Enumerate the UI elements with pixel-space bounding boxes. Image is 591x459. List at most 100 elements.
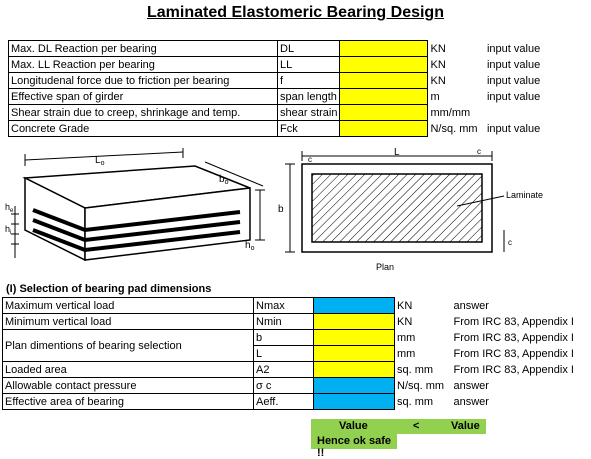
row-unit: KN bbox=[397, 299, 413, 312]
dim-c-label: c bbox=[508, 238, 512, 247]
dim-l-label: L bbox=[394, 148, 400, 158]
input-cell-l[interactable] bbox=[313, 345, 395, 362]
input-cell-b[interactable] bbox=[313, 329, 395, 346]
section-title: (I) Selection of bearing pad dimensions bbox=[6, 283, 212, 295]
row-symbol: b bbox=[253, 329, 314, 346]
table-row: Max. DL Reaction per bearing DL KN input… bbox=[8, 40, 543, 57]
row-unit: KN bbox=[430, 42, 446, 55]
dim-hi-label: hi bbox=[5, 224, 11, 236]
row-symbol: f bbox=[276, 72, 341, 89]
table-row: Maximum vertical load Nmax KN answer bbox=[2, 297, 576, 314]
input-cell-fck[interactable] bbox=[339, 120, 429, 137]
check-operator: < bbox=[413, 420, 420, 432]
row-label: Shear strain due to creep, shrinkage and… bbox=[8, 104, 278, 121]
dim-lo-label: Lo bbox=[95, 155, 105, 167]
row-symbol: LL bbox=[276, 56, 341, 73]
answer-cell-aeff bbox=[313, 393, 395, 410]
row-unit: sq. mm bbox=[397, 395, 434, 408]
dim-b-label: b bbox=[278, 204, 284, 215]
row-label: Minimum vertical load bbox=[2, 313, 254, 330]
input-cell-dl[interactable] bbox=[339, 40, 429, 57]
dim-ho-label: ho bbox=[245, 240, 255, 252]
table-row: Max. LL Reaction per bearing LL KN input… bbox=[8, 56, 543, 73]
row-symbol: σ c bbox=[253, 377, 314, 394]
row-note: input value bbox=[486, 122, 541, 135]
row-note: From IRC 83, Appendix I bbox=[453, 347, 574, 360]
table-row: Shear strain due to creep, shrinkage and… bbox=[8, 104, 543, 121]
row-unit: m bbox=[430, 90, 440, 103]
row-unit: KN bbox=[430, 74, 446, 87]
row-note: input value bbox=[486, 74, 541, 87]
row-note: answer bbox=[453, 395, 489, 408]
row-unit: mm bbox=[397, 331, 416, 344]
table-row: Concrete Grade Fck N/sq. mm input value bbox=[8, 120, 543, 137]
input-cell-ll[interactable] bbox=[339, 56, 429, 73]
table-row: Longitudenal force due to friction per b… bbox=[8, 72, 543, 89]
table-row: Plan dimentions of bearing selection b m… bbox=[2, 329, 576, 362]
table-row: Minimum vertical load Nmin KN From IRC 8… bbox=[2, 313, 576, 330]
input-table: Max. DL Reaction per bearing DL KN input… bbox=[8, 40, 543, 137]
verdict-text: Hence ok safe !! bbox=[317, 435, 391, 459]
table-row: Allowable contact pressure σ c N/sq. mm … bbox=[2, 377, 576, 394]
row-note: input value bbox=[486, 42, 541, 55]
row-symbol: L bbox=[253, 345, 314, 362]
input-cell-nmin[interactable] bbox=[313, 313, 395, 330]
row-label: Effective span of girder bbox=[8, 88, 278, 105]
row-label: Allowable contact pressure bbox=[2, 377, 254, 394]
row-label: Maximum vertical load bbox=[2, 297, 254, 314]
row-note bbox=[485, 105, 542, 121]
row-symbol: span length bbox=[276, 88, 341, 105]
row-note: From IRC 83, Appendix I bbox=[453, 331, 574, 344]
check-verdict: Hence ok safe !! bbox=[311, 434, 397, 459]
row-symbol: Nmax bbox=[253, 297, 314, 314]
laminate-label: Laminate bbox=[506, 190, 543, 200]
answer-cell-nmax bbox=[313, 297, 395, 314]
row-symbol: Nmin bbox=[253, 313, 314, 330]
table-row: L mm From IRC 83, Appendix I bbox=[3, 345, 576, 362]
answer-cell-sigma bbox=[313, 377, 395, 394]
input-cell-a2[interactable] bbox=[313, 361, 395, 378]
row-unit: mm/mm bbox=[430, 106, 471, 119]
row-note: answer bbox=[453, 299, 489, 312]
row-label: Loaded area bbox=[2, 361, 254, 378]
dim-c-label: c bbox=[477, 148, 481, 156]
row-symbol: A2 bbox=[253, 361, 314, 378]
row-label: Concrete Grade bbox=[8, 120, 278, 137]
page-title: Laminated Elastomeric Bearing Design bbox=[147, 4, 444, 21]
row-symbol: shear strain bbox=[276, 104, 341, 121]
plan-label: Plan bbox=[376, 262, 394, 272]
row-symbol: DL bbox=[276, 40, 341, 57]
row-label: Max. LL Reaction per bearing bbox=[8, 56, 278, 73]
dim-he-label: he bbox=[5, 202, 14, 214]
row-label: Effective area of bearing bbox=[2, 393, 254, 410]
table-row: Effective span of girder span length m i… bbox=[8, 88, 543, 105]
row-note: From IRC 83, Appendix I bbox=[453, 315, 574, 328]
row-unit: sq. mm bbox=[397, 363, 434, 376]
check-right-value: Value bbox=[451, 420, 480, 432]
check-row: Value < Value bbox=[311, 419, 486, 434]
row-note: input value bbox=[486, 58, 541, 71]
row-symbol: Fck bbox=[276, 120, 341, 137]
row-note: From IRC 83, Appendix I bbox=[453, 363, 574, 376]
input-cell-span[interactable] bbox=[339, 88, 429, 105]
dim-c-label: c bbox=[308, 155, 312, 164]
row-label: Longitudenal force due to friction per b… bbox=[8, 72, 278, 89]
table-row: Effective area of bearing Aeff. sq. mm a… bbox=[2, 393, 576, 410]
row-note: input value bbox=[486, 90, 541, 103]
row-unit: mm bbox=[397, 347, 416, 360]
row-unit: KN bbox=[397, 315, 413, 328]
dim-bo-label: bo bbox=[219, 174, 229, 186]
row-unit: N/sq. mm bbox=[430, 122, 478, 135]
table-row: Loaded area A2 sq. mm From IRC 83, Appen… bbox=[2, 361, 576, 378]
input-cell-f[interactable] bbox=[339, 72, 429, 89]
row-symbol: Aeff. bbox=[253, 393, 314, 410]
row-label: Max. DL Reaction per bearing bbox=[8, 40, 278, 57]
row-unit: N/sq. mm bbox=[397, 379, 445, 392]
bearing-isometric-figure: Lo bo ho he hi bbox=[5, 148, 265, 262]
row-note: answer bbox=[453, 379, 489, 392]
input-cell-shear[interactable] bbox=[339, 104, 429, 121]
bearing-plan-figure: L b c c c Laminate Plan bbox=[278, 148, 543, 272]
check-left-value: Value bbox=[339, 420, 368, 432]
row-label: Plan dimentions of bearing selection bbox=[2, 329, 254, 362]
section-table: Maximum vertical load Nmax KN answer Min… bbox=[2, 297, 576, 410]
